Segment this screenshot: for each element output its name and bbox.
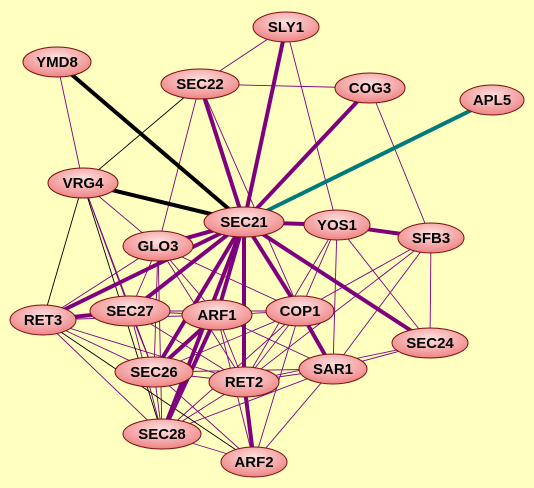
node-label: ARF2 [234, 454, 273, 471]
edge-sec26-arf2 [153, 371, 255, 463]
node-ellipse[interactable] [208, 366, 280, 398]
edge-ret3-arf2 [42, 319, 255, 463]
node-label: SAR1 [313, 361, 353, 378]
node-sec26[interactable]: SEC26 [114, 356, 194, 388]
node-ret3[interactable]: RET3 [9, 304, 77, 336]
node-label: SEC22 [176, 76, 224, 93]
node-label: YMD8 [36, 54, 78, 71]
node-ellipse[interactable] [122, 418, 202, 450]
node-glo3[interactable]: GLO3 [122, 230, 194, 262]
node-ellipse[interactable] [298, 353, 368, 385]
node-label: GLO3 [138, 238, 179, 255]
node-ellipse[interactable] [391, 327, 469, 359]
node-sec27[interactable]: SEC27 [89, 295, 171, 327]
node-label: SEC24 [406, 335, 454, 352]
node-label: SEC28 [138, 426, 186, 443]
node-sec24[interactable]: SEC24 [391, 327, 469, 359]
edge-sly1-yos1 [285, 26, 338, 226]
edge-sec21-sec26 [152, 220, 246, 374]
edge-sec21-sec24 [242, 220, 432, 345]
node-ellipse[interactable] [47, 167, 119, 199]
edge-sec22-sec21 [198, 82, 246, 224]
node-ellipse[interactable] [220, 446, 288, 478]
node-ellipse[interactable] [459, 84, 525, 116]
node-sar1[interactable]: SAR1 [298, 353, 368, 385]
edge-sfb3-cop1 [299, 237, 432, 312]
node-label: SLY1 [268, 19, 304, 36]
edge-vrg4-sec26 [82, 182, 155, 373]
node-label: YOS1 [317, 217, 357, 234]
edge-cog3-sfb3 [369, 87, 432, 239]
node-label: COG3 [349, 80, 392, 97]
edge-apl5-sec21 [242, 98, 494, 224]
node-ellipse[interactable] [303, 209, 371, 241]
edge-yos1-sar1 [332, 224, 338, 370]
edge-ymd8-vrg4 [56, 61, 84, 184]
node-yos1[interactable]: YOS1 [303, 209, 371, 241]
node-label: SFB3 [412, 230, 450, 247]
node-label: SEC27 [106, 303, 154, 320]
node-ellipse[interactable] [89, 295, 171, 327]
node-ellipse[interactable] [265, 295, 335, 327]
edge-cog3-sec21 [242, 86, 372, 224]
edge-sfb3-sar1 [332, 237, 432, 370]
node-label: APL5 [473, 92, 511, 109]
node-cog3[interactable]: COG3 [334, 72, 406, 104]
edge-vrg4-ret3 [42, 182, 84, 321]
node-label: VRG4 [63, 175, 105, 192]
node-label: ARF1 [197, 307, 236, 324]
node-ellipse[interactable] [22, 46, 92, 78]
node-sec28[interactable]: SEC28 [122, 418, 202, 450]
node-label: RET2 [225, 374, 263, 391]
node-sly1[interactable]: SLY1 [252, 11, 320, 43]
node-label: SEC21 [220, 214, 268, 231]
node-ellipse[interactable] [114, 356, 194, 388]
node-cop1[interactable]: COP1 [265, 295, 335, 327]
node-ellipse[interactable] [181, 299, 253, 331]
node-label: RET3 [24, 312, 62, 329]
edge-sec21-sec27 [128, 220, 246, 313]
edge-sec21-ret3 [41, 220, 246, 322]
node-sec21[interactable]: SEC21 [203, 206, 285, 238]
node-ellipse[interactable] [203, 206, 285, 238]
node-sec22[interactable]: SEC22 [160, 68, 240, 100]
node-label: SEC26 [130, 364, 178, 381]
node-sfb3[interactable]: SFB3 [397, 222, 465, 254]
node-ellipse[interactable] [397, 222, 465, 254]
edge-sfb3-ret2 [243, 237, 432, 383]
edge-ret3-ret2 [42, 319, 245, 383]
edge-ymd8-sec21 [55, 60, 246, 224]
node-ellipse[interactable] [122, 230, 194, 262]
node-apl5[interactable]: APL5 [459, 84, 525, 116]
edge-glo3-sec28 [157, 245, 163, 435]
edge-ret3-sec28 [42, 319, 163, 435]
node-ellipse[interactable] [252, 11, 320, 43]
node-label: COP1 [280, 303, 321, 320]
node-arf1[interactable]: ARF1 [181, 299, 253, 331]
node-vrg4[interactable]: VRG4 [47, 167, 119, 199]
node-ymd8[interactable]: YMD8 [22, 46, 92, 78]
node-ellipse[interactable] [160, 68, 240, 100]
node-arf2[interactable]: ARF2 [220, 446, 288, 478]
node-ellipse[interactable] [334, 72, 406, 104]
edge-sly1-sec21 [242, 25, 288, 224]
node-ellipse[interactable] [9, 304, 77, 336]
edge-sfb3-sec24 [429, 237, 432, 344]
edge-yos1-sec24 [336, 224, 431, 344]
node-ret2[interactable]: RET2 [208, 366, 280, 398]
edge-sar1-arf2 [253, 368, 334, 463]
